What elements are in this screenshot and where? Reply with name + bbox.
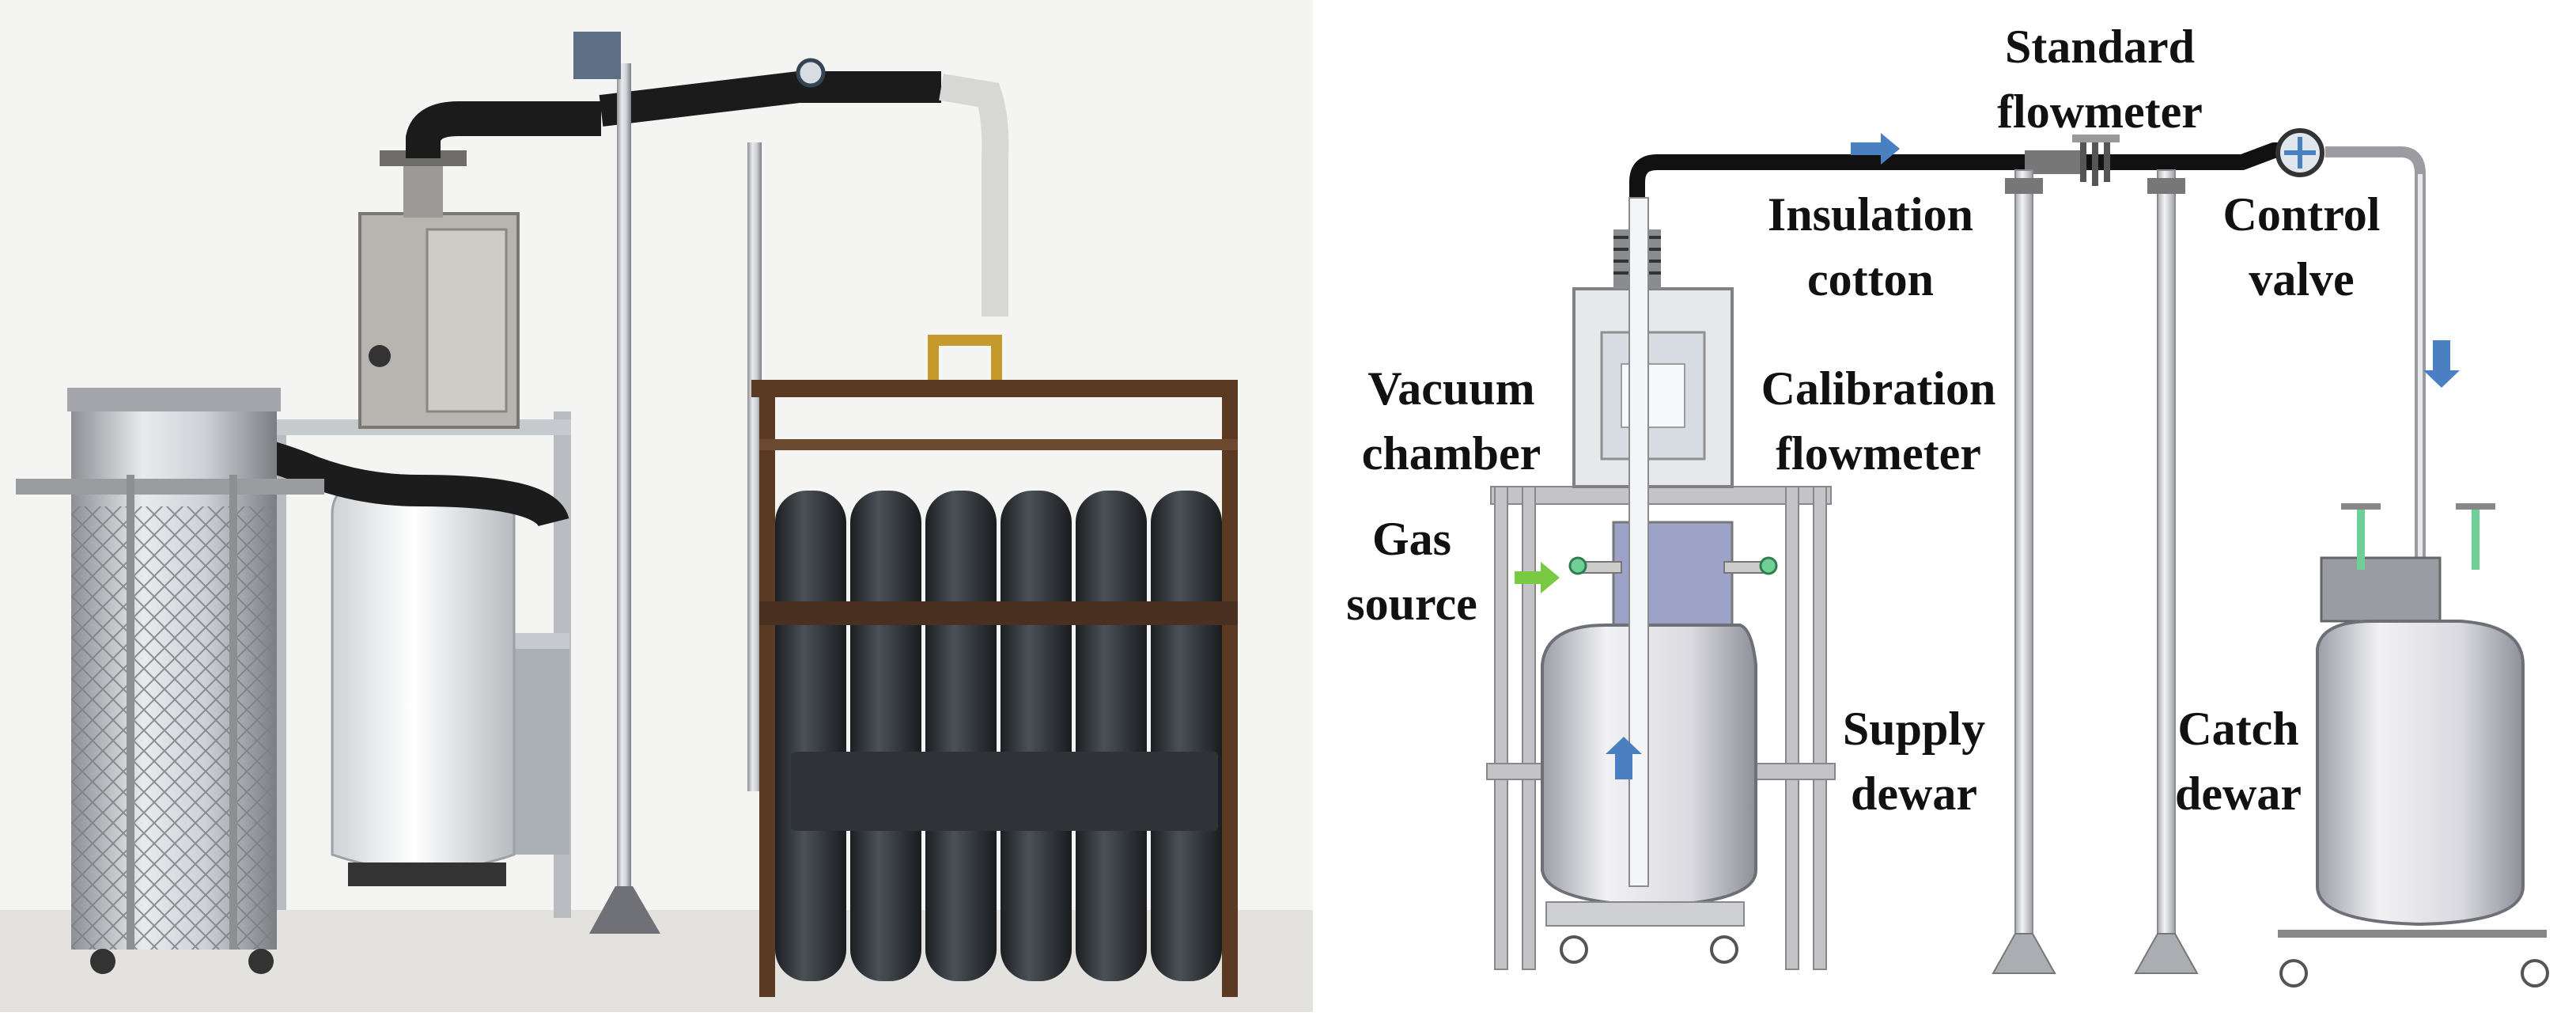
gas-source-arrow — [1515, 562, 1560, 593]
photo-cylinder-cage — [751, 335, 1238, 997]
photo-white-dewar — [331, 477, 516, 872]
flow-arrow-right — [1851, 133, 1900, 165]
photo-pole — [573, 32, 826, 934]
flow-arrow-up — [1606, 737, 1642, 779]
photo-panel — [0, 0, 1313, 1012]
label-standard-flowmeter: Standard flowmeter — [1969, 14, 2230, 144]
label-catch-dewar: Catch dewar — [2155, 696, 2321, 826]
label-vacuum-chamber-line1: Vacuum — [1367, 362, 1535, 415]
label-insulation-cotton-line1: Insulation — [1767, 188, 1974, 241]
label-gas-source: Gas source — [1317, 506, 1507, 636]
photo-vacuum-chamber — [358, 150, 520, 429]
flow-arrow-down — [2423, 340, 2460, 388]
label-control-valve-line1: Control — [2222, 188, 2381, 241]
label-calibration-flowmeter-line2: flowmeter — [1776, 427, 1981, 480]
control-valve — [2275, 128, 2324, 177]
label-gas-source-line2: source — [1346, 578, 1477, 630]
label-vacuum-chamber: Vacuum chamber — [1333, 356, 1570, 486]
return-pipe — [2325, 146, 2426, 910]
label-calibration-flowmeter-line1: Calibration — [1761, 362, 1996, 415]
schematic-panel — [1486, 128, 2549, 988]
label-insulation-cotton-line2: cotton — [1807, 253, 1934, 305]
label-control-valve: Control valve — [2191, 182, 2412, 312]
catch-dewar-body — [2278, 503, 2549, 988]
label-catch-dewar-line1: Catch — [2177, 703, 2299, 755]
photo-black-pipe — [406, 101, 601, 158]
supply-dewar-body — [1541, 197, 1757, 964]
standard-flowmeter-device — [2025, 135, 2120, 186]
photo-ln2-tank — [16, 388, 324, 974]
label-catch-dewar-line2: dewar — [2175, 768, 2302, 820]
label-gas-source-line1: Gas — [1371, 513, 1452, 565]
support-pole-2 — [2134, 169, 2199, 974]
label-vacuum-chamber-line2: chamber — [1361, 427, 1541, 480]
gas-source-valve — [1568, 556, 1778, 575]
support-pole-1 — [1992, 169, 2056, 974]
label-control-valve-line2: valve — [2249, 253, 2355, 305]
label-calibration-flowmeter: Calibration flowmeter — [1728, 356, 2029, 486]
label-insulation-cotton: Insulation cotton — [1736, 182, 2005, 312]
vacuum-chamber-box — [1572, 229, 1734, 488]
label-standard-flowmeter-line1: Standard — [2004, 21, 2196, 73]
label-standard-flowmeter-line2: flowmeter — [1997, 85, 2203, 138]
label-supply-dewar-line2: dewar — [1851, 768, 1977, 820]
label-supply-dewar-line1: Supply — [1842, 703, 1986, 755]
label-supply-dewar: Supply dewar — [1819, 696, 2009, 826]
